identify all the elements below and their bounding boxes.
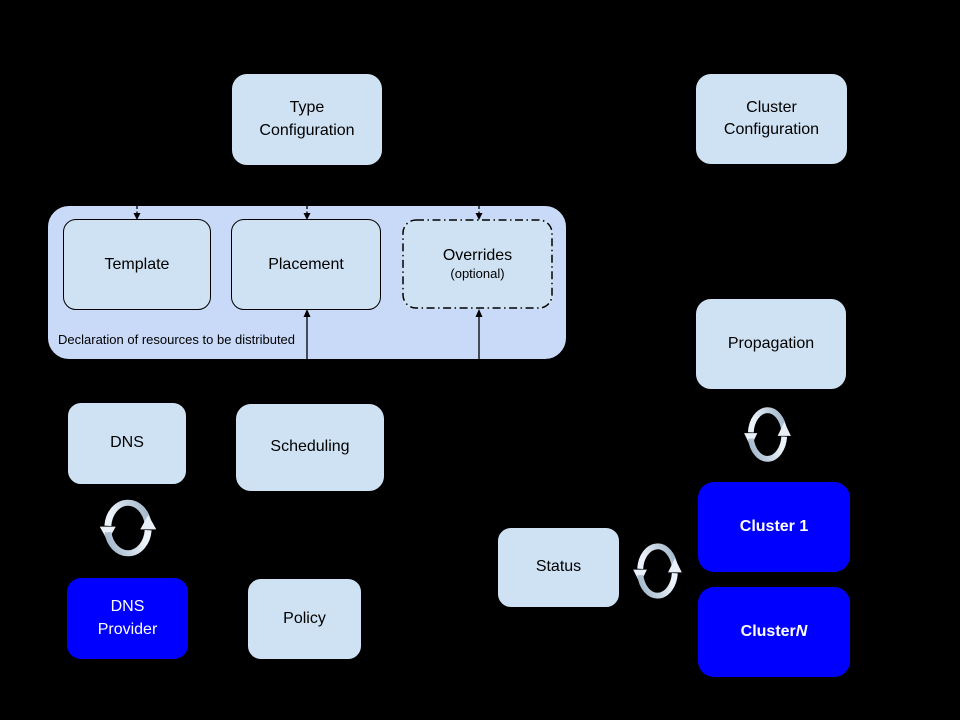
node-placement: Placement (231, 219, 381, 310)
node-cluster-configuration: Cluster Configuration (695, 73, 848, 165)
node-dns-provider: DNS Provider (67, 578, 188, 659)
node-scheduling: Scheduling (235, 403, 385, 492)
node-cluster-1: Cluster 1 (698, 482, 850, 572)
cluster-n-prefix: Cluster (740, 622, 796, 640)
node-dns: DNS (67, 402, 187, 485)
cluster-n-variable: N (795, 622, 808, 640)
node-propagation: Propagation (695, 298, 847, 390)
overrides-subtitle: (optional) (450, 265, 505, 281)
container-caption: Declaration of resources to be distribut… (58, 332, 296, 347)
node-type-configuration: Type Configuration (231, 73, 383, 166)
node-template: Template (63, 219, 211, 310)
node-policy: Policy (247, 578, 362, 660)
node-status: Status (497, 527, 620, 608)
overrides-label: Overrides (optional) (443, 246, 512, 282)
node-cluster-n: Cluster N (698, 587, 850, 677)
sync-icon-propagation (741, 397, 794, 472)
node-overrides: Overrides (optional) (402, 219, 553, 309)
overrides-title: Overrides (442, 246, 513, 264)
declaration-container: Template Placement Overrides (optional) … (47, 205, 567, 360)
sync-icon-dns (96, 489, 160, 567)
overrides-dashdot-border (402, 219, 553, 309)
sync-icon-status (630, 533, 685, 609)
